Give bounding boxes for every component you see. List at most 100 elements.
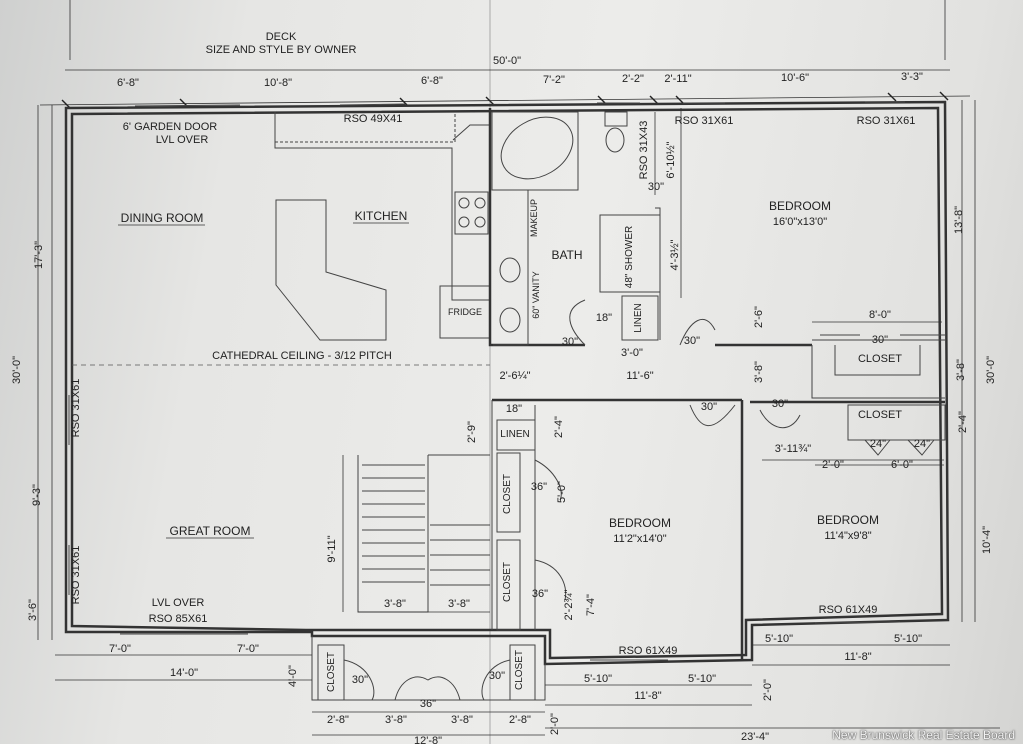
dim-2-0-a: 2'-0"	[822, 459, 844, 471]
bath-door-swing	[569, 299, 586, 346]
dim-3-8-f: 3'-8"	[451, 714, 473, 726]
garden-door-label: 6' GARDEN DOOR	[123, 121, 217, 133]
top-dim-2: 10'-8"	[264, 77, 292, 89]
entry-wall	[311, 636, 546, 701]
sink-1	[499, 257, 521, 283]
makeup-label: MAKEUP	[529, 199, 539, 237]
entry-closet-left	[317, 644, 345, 701]
overall-depth-left: 30'-0"	[11, 356, 23, 384]
master-closet	[811, 339, 945, 399]
dim-5-10-b: 5'-10"	[688, 673, 716, 685]
dim-7-0-a: 7'-0"	[109, 643, 131, 655]
dim-2-2: 2'-2¾"	[563, 589, 575, 620]
vanity	[493, 189, 529, 346]
lvl-over-top: LVL OVER	[156, 134, 209, 146]
rso-31x61-b: RSO 31X61	[857, 115, 916, 127]
bottom-windows	[68, 395, 901, 661]
bathtub-frame	[491, 111, 579, 191]
rso-61x49-a: RSO 61X49	[819, 604, 878, 616]
kitchen-island	[275, 199, 387, 341]
linen-closet-2	[496, 419, 536, 451]
kitchen-counter	[274, 112, 490, 301]
dim-8-0-text: 8'-0"	[869, 309, 891, 321]
bath-wall	[488, 108, 585, 347]
dim-3-11: 3'-11¾"	[775, 443, 811, 455]
dim-5-10-c: 5'-10"	[765, 633, 793, 645]
dim-2-0-b: 2'-0"	[762, 679, 774, 701]
dim-23-4: 23'-4"	[741, 731, 769, 743]
dim-9-11: 9'-11"	[326, 535, 338, 562]
dim-2-6q: 2'-6¼"	[499, 370, 530, 382]
linen-2: LINEN	[500, 429, 529, 440]
bathtub	[500, 116, 574, 180]
bed3-closet-doors	[864, 439, 935, 456]
dim-4-0: 4'-0"	[287, 665, 299, 687]
deck-title: DECK	[266, 31, 297, 43]
dim-4-3: 4'-3½"	[669, 239, 681, 270]
dim-3-8-a: 3'-8"	[955, 359, 967, 381]
rso-61x49-b: RSO 61X49	[619, 645, 678, 657]
dim-3-8-b: 3'-8"	[753, 361, 765, 383]
top-dim-3: 6'-8"	[421, 75, 443, 87]
dim-5-0: 5'-0"	[556, 481, 568, 503]
dim-2-8-a: 2'-8"	[327, 714, 349, 726]
shower-label: 48" SHOWER	[624, 226, 635, 288]
bedroom-2-size: 11'2"x14'0"	[613, 533, 666, 545]
dim-30-c: 30"	[684, 335, 700, 347]
dim-12-8: 12'-8"	[414, 735, 442, 744]
closet-b3: CLOSET	[858, 409, 902, 421]
dim-10-4: 10'-4"	[981, 526, 993, 554]
dim-3-8-c: 3'-8"	[384, 598, 406, 610]
top-dim-6: 2'-11"	[664, 73, 691, 85]
rso-85x61: RSO 85X61	[149, 613, 208, 625]
toilet	[605, 127, 625, 153]
dim-30-f: 30"	[772, 398, 788, 410]
fridge-label: FRIDGE	[448, 307, 482, 317]
bed2-door-swing	[689, 404, 736, 427]
lvl-over-bottom: LVL OVER	[152, 597, 205, 609]
dim-6-10: 6'-10½"	[665, 141, 677, 178]
dim-5-10-d: 5'-10"	[894, 633, 922, 645]
top-dim-1: 6'-8"	[117, 77, 139, 89]
kitchen-label: KITCHEN	[355, 209, 408, 223]
closet-hall-1: CLOSET	[502, 474, 513, 514]
upper-cabinets	[275, 112, 456, 143]
dim-30-e: 30"	[701, 401, 717, 413]
front-door-swing	[394, 676, 461, 701]
bedroom-3-size: 11'4"x9'8"	[824, 530, 871, 542]
hall-closet-2	[496, 539, 521, 631]
dim-24-b: 24"	[914, 438, 930, 450]
top-dim-4: 7'-2"	[543, 74, 565, 86]
dim-11-8-b: 11'-8"	[844, 651, 871, 663]
overall-width: 50'-0"	[493, 55, 521, 67]
dining-room-label: DINING ROOM	[121, 211, 204, 225]
dim-36-a: 36"	[531, 481, 547, 493]
top-dim-7: 10'-6"	[781, 72, 809, 84]
dim-11-8-a: 11'-8"	[634, 690, 661, 702]
hall-closet-1	[496, 452, 521, 533]
dim-3-8-e: 3'-8"	[385, 714, 407, 726]
dim-2-4-b: 2'-4"	[957, 411, 969, 433]
linen-1: LINEN	[633, 303, 644, 332]
rso-31x61-a: RSO 31X61	[675, 115, 734, 127]
vanity-label: 60" VANITY	[531, 271, 541, 319]
cathedral-label: CATHEDRAL CEILING - 3/12 PITCH	[212, 350, 392, 362]
dim-17-3: 17'-3"	[33, 241, 45, 269]
closet-entry-left: CLOSET	[326, 652, 337, 692]
dim-30-h: 30"	[489, 670, 505, 682]
top-windows	[134, 101, 905, 107]
top-dim-5: 2'-2"	[622, 73, 644, 85]
bedroom-1-label: BEDROOM	[769, 199, 831, 213]
toilet-tank	[604, 111, 628, 127]
dim-2-4-a: 2'-4"	[553, 416, 565, 438]
dim-30-g: 30"	[352, 674, 368, 686]
top-dim-line	[39, 95, 971, 106]
dim-6-0-text: 6'-0"	[891, 459, 913, 471]
overall-depth-right: 30'-0"	[985, 356, 997, 384]
entry-closet-swing-right	[481, 659, 511, 701]
rso-31x61-left-1: RSO 31X61	[70, 379, 82, 438]
dim-18-a: 18"	[596, 312, 612, 324]
exterior-wall-inner	[70, 106, 944, 660]
